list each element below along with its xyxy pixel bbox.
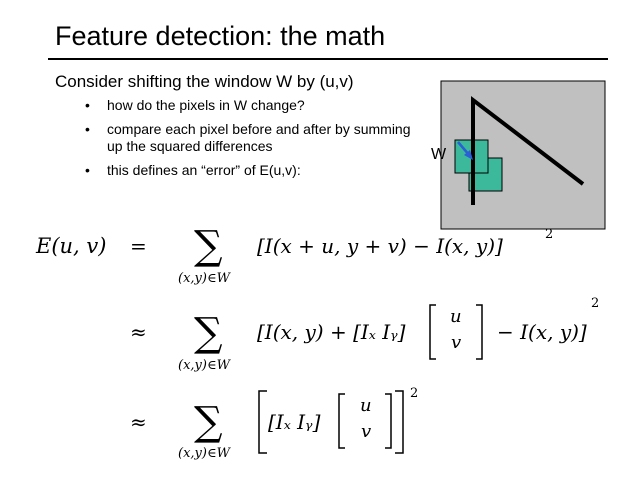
shift-arrowhead xyxy=(464,150,473,160)
summation-index: (x,y)∈W xyxy=(178,446,230,461)
summation-symbol: ∑ xyxy=(194,310,223,356)
equation-2-body-left: [I(x, y) + [Iₓ Iᵧ] xyxy=(257,320,406,344)
summation-index: (x,y)∈W xyxy=(178,271,230,286)
equation-2-body-right: − I(x, y)] xyxy=(497,320,587,344)
corner-edge xyxy=(471,95,585,205)
bullet-text: compare each pixel before and after by s… xyxy=(107,121,411,154)
vector-bracket-left xyxy=(338,393,345,449)
summation-symbol: ∑ xyxy=(194,399,223,445)
bullet-item: • this defines an “error” of E(u,v): xyxy=(85,162,427,179)
approx-sign: ≈ xyxy=(130,320,147,344)
vector-bottom: v xyxy=(451,332,462,353)
exponent: 2 xyxy=(410,386,419,401)
title-divider xyxy=(48,58,608,60)
vector-bracket-left xyxy=(429,304,436,360)
outer-bracket-right xyxy=(395,390,404,454)
outer-bracket-left xyxy=(258,390,267,454)
bullet-text: this defines an “error” of E(u,v): xyxy=(107,162,301,178)
exponent: 2 xyxy=(591,296,600,311)
approx-sign: ≈ xyxy=(130,410,147,434)
bullet-glyph: • xyxy=(85,97,90,113)
equation-3-body-left: [Iₓ Iᵧ] xyxy=(268,410,321,434)
bullet-list: • how do the pixels in W change? • compa… xyxy=(85,97,427,186)
summation-index: (x,y)∈W xyxy=(178,358,230,373)
lead-sentence: Consider shifting the window W by (u,v) xyxy=(55,72,354,91)
equation-lhs: E(u, v) xyxy=(36,234,107,258)
exponent: 2 xyxy=(545,227,554,242)
vector-bracket-right xyxy=(476,304,483,360)
window-label: W xyxy=(431,146,447,163)
window-shift-illustration xyxy=(440,80,606,230)
vector-bracket-right xyxy=(385,393,392,449)
vector-top: u xyxy=(360,395,372,416)
bullet-item: • compare each pixel before and after by… xyxy=(85,121,427,155)
bullet-glyph: • xyxy=(85,162,90,178)
bullet-glyph: • xyxy=(85,121,90,137)
summation-symbol: ∑ xyxy=(194,223,223,269)
equals-sign: = xyxy=(130,234,147,258)
equation-1-body: [I(x + u, y + v) − I(x, y)] xyxy=(257,234,503,258)
bullet-text: how do the pixels in W change? xyxy=(107,97,305,113)
bullet-item: • how do the pixels in W change? xyxy=(85,97,427,114)
slide-title: Feature detection: the math xyxy=(55,21,386,51)
vector-bottom: v xyxy=(361,421,372,442)
vector-top: u xyxy=(450,306,462,327)
